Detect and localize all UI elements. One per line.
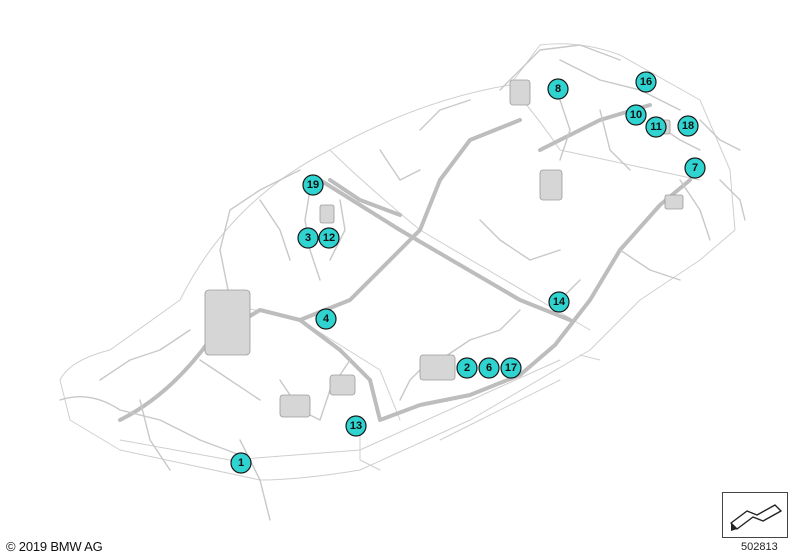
callout-1[interactable]: 1 [230, 452, 252, 474]
callout-14[interactable]: 14 [548, 291, 570, 313]
callout-label: 7 [692, 162, 698, 174]
callout-19[interactable]: 19 [302, 174, 324, 196]
callout-label: 11 [650, 121, 662, 133]
callout-label: 14 [553, 296, 566, 308]
callout-label: 8 [555, 83, 561, 95]
callout-13[interactable]: 13 [345, 415, 367, 437]
callout-10[interactable]: 10 [625, 104, 647, 126]
connectors [204, 79, 684, 418]
drawing-number: 502813 [741, 541, 778, 553]
callout-label: 17 [505, 362, 517, 374]
callout-12[interactable]: 12 [318, 227, 340, 249]
callout-label: 19 [307, 179, 319, 191]
main-harness [118, 103, 692, 422]
callout-11[interactable]: 11 [645, 116, 667, 138]
view-nav-button[interactable] [722, 492, 788, 538]
callout-label: 12 [323, 232, 335, 244]
copyright-text: © 2019 BMW AG [6, 539, 103, 554]
callout-4[interactable]: 4 [315, 308, 337, 330]
callout-label: 10 [630, 109, 642, 121]
callout-6[interactable]: 6 [478, 357, 500, 379]
callout-label: 13 [350, 420, 362, 432]
branch-harnesses [59, 44, 746, 521]
callout-17[interactable]: 17 [500, 357, 522, 379]
callout-label: 18 [682, 120, 694, 132]
callout-label: 3 [305, 232, 311, 244]
arrow-down-left-icon [730, 504, 782, 531]
callout-label: 1 [238, 457, 244, 469]
callout-2[interactable]: 2 [456, 357, 478, 379]
callout-label: 4 [323, 313, 330, 325]
callout-8[interactable]: 8 [547, 78, 569, 100]
callout-label: 16 [640, 76, 652, 88]
callout-label: 2 [464, 362, 470, 374]
callout-3[interactable]: 3 [297, 227, 319, 249]
callout-16[interactable]: 16 [635, 71, 657, 93]
callout-18[interactable]: 18 [677, 115, 699, 137]
callout-label: 6 [486, 362, 492, 374]
callout-7[interactable]: 7 [684, 157, 706, 179]
